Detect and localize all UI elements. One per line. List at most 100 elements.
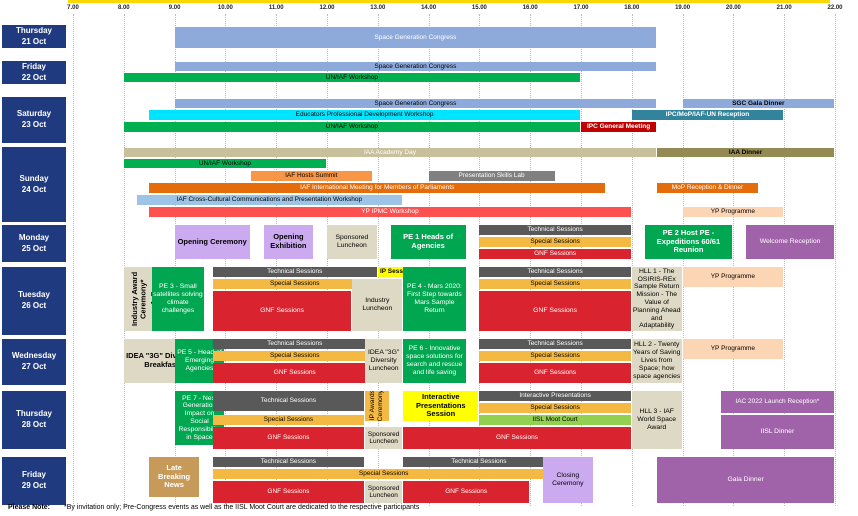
event-space-generation-congress[interactable]: Space Generation Congress <box>174 99 657 108</box>
event-ip-awards-ceremony[interactable]: IP Awards Ceremony <box>365 391 390 421</box>
event-label: Technical Sessions <box>527 226 583 234</box>
event-gnf-sessions[interactable]: GNF Sessions <box>479 291 631 331</box>
event-un-iaf-workshop[interactable]: UN/IAF Workshop <box>123 122 580 132</box>
event-gnf-sessions[interactable]: GNF Sessions <box>479 249 631 259</box>
event-iaf-cross-cultural-communications-and-presentation-workshop[interactable]: IAF Cross-Cultural Communications and Pr… <box>136 195 403 205</box>
event-sponsored-luncheon[interactable]: Sponsored Luncheon <box>327 225 377 259</box>
event-label: MoP Reception & Dinner <box>671 184 744 192</box>
event-gnf-sessions[interactable]: GNF Sessions <box>212 427 365 449</box>
event-yp-programme[interactable]: YP Programme <box>682 267 784 287</box>
day-date: 22 Oct <box>21 72 47 82</box>
event-iaf-international-meeting-for-members-of-parliaments[interactable]: IAF International Meeting for Members of… <box>149 183 606 193</box>
hour-gridline <box>530 14 532 506</box>
event-label: Technical Sessions <box>260 458 317 466</box>
event-pe-6-innovative-space-solutions-for-search-and-rescue-and-life-saving[interactable]: PE 6 - Innovative space solutions for se… <box>403 339 466 383</box>
event-ipc-mop-iaf-un-reception[interactable]: IPC/MoP/IAF-UN Reception <box>631 110 784 120</box>
event-special-sessions[interactable]: Special Sessions <box>212 469 555 479</box>
event-technical-sessions[interactable]: Technical Sessions <box>212 457 365 467</box>
event-special-sessions[interactable]: Special Sessions <box>212 415 365 425</box>
event-iisl-moot-court[interactable]: IISL Moot Court <box>479 415 631 425</box>
event-special-sessions[interactable]: Special Sessions <box>479 279 631 289</box>
event-industry-award-ceremony[interactable]: Industry Award Ceremony* <box>128 267 151 331</box>
event-gnf-sessions[interactable]: GNF Sessions <box>403 481 530 503</box>
event-hll-1-the-osiris-rex-sample-return-mission-the-value-of-planning-ahead-and-adaptability[interactable]: HLL 1 - The OSIRIS-REx Sample Return Mis… <box>631 267 682 331</box>
event-gnf-sessions[interactable]: GNF Sessions <box>212 363 377 383</box>
event-special-sessions[interactable]: Special Sessions <box>212 351 377 361</box>
event-iisl-dinner[interactable]: IISL Dinner <box>720 415 834 449</box>
event-hll-2-twenty-years-of-saving-lives-from-space-how-space-agencies[interactable]: HLL 2 - Twenty Years of Saving Lives fro… <box>631 339 682 383</box>
event-presentation-skills-lab[interactable]: Presentation Skills Lab <box>428 171 555 181</box>
event-closing-ceremony[interactable]: Closing Ceremony <box>542 457 593 503</box>
event-late-breaking-news[interactable]: Late Breaking News <box>149 457 199 497</box>
event-label: PE 2 Host PE - Expeditions 60/61 Reunion <box>656 228 721 255</box>
event-gnf-sessions[interactable]: GNF Sessions <box>479 363 631 383</box>
event-iaa-academy-day[interactable]: IAA Academy Day <box>123 148 657 157</box>
event-gala-dinner[interactable]: Gala Dinner <box>657 457 834 503</box>
event-technical-sessions[interactable]: Technical Sessions <box>403 457 555 467</box>
event-sgc-gala-dinner[interactable]: SGC Gala Dinner <box>682 99 834 108</box>
event-label: HLL 2 - Twenty Years of Saving Lives fro… <box>633 341 681 380</box>
event-un-iaf-workshop[interactable]: UN/IAF Workshop <box>123 159 326 168</box>
event-label: IAA Academy Day <box>363 148 416 156</box>
event-pe-3-small-satellites-solving-climate-challenges[interactable]: PE 3 - Small satellites solving climate … <box>151 267 205 331</box>
day-date: 28 Oct <box>21 420 47 429</box>
event-hll-3-iaf-world-space-award[interactable]: HLL 3 - IAF World Space Award <box>631 391 682 449</box>
event-technical-sessions[interactable]: Technical Sessions <box>212 267 377 277</box>
event-special-sessions[interactable]: Special Sessions <box>479 351 631 361</box>
event-label: Special Sessions <box>263 416 314 424</box>
event-sponsored-luncheon[interactable]: Sponsored Luncheon <box>365 481 403 503</box>
event-technical-sessions[interactable]: Technical Sessions <box>212 391 365 411</box>
event-interactive-presentations-session[interactable]: Interactive Presentations Session <box>403 391 479 421</box>
event-ipc-general-meeting[interactable]: IPC General Meeting <box>581 122 657 132</box>
event-label: YP Programme <box>710 273 756 281</box>
event-yp-ipmc-workshop[interactable]: YP IPMC Workshop <box>149 207 631 217</box>
event-interactive-presentations[interactable]: Interactive Presentations <box>479 391 631 401</box>
event-special-sessions[interactable]: Special Sessions <box>212 279 377 289</box>
event-gnf-sessions[interactable]: GNF Sessions <box>212 291 352 331</box>
event-label: PE 1 Heads of Agencies <box>403 232 454 250</box>
event-pe-2-host-pe-expeditions-60-61-reunion[interactable]: PE 2 Host PE - Expeditions 60/61 Reunion <box>644 225 733 259</box>
hour-label: 7.00 <box>67 5 79 11</box>
event-pe-4-mars-2020-first-step-towards-mars-sample-return[interactable]: PE 4 - Mars 2020: First Step towards Mar… <box>403 267 466 331</box>
event-special-sessions[interactable]: Special Sessions <box>479 237 631 247</box>
hour-gridline <box>174 14 176 506</box>
event-yp-programme[interactable]: YP Programme <box>682 207 784 217</box>
event-label: HLL 1 - The OSIRIS-REx Sample Return Mis… <box>632 267 681 330</box>
event-label: YP Programme <box>710 208 756 216</box>
event-label: Late Breaking News <box>158 463 191 490</box>
event-mop-reception-dinner[interactable]: MoP Reception & Dinner <box>657 183 758 193</box>
day-date: 21 Oct <box>21 36 47 46</box>
event-special-sessions[interactable]: Special Sessions <box>479 403 631 413</box>
event-educators-professional-development-workshop[interactable]: Educators Professional Development Works… <box>149 110 580 120</box>
event-idea-3g-diversity-luncheon[interactable]: IDEA "3G" Diversity Luncheon <box>365 339 403 383</box>
event-label: IP Awards Ceremony <box>369 391 385 421</box>
hour-gridline <box>276 14 278 506</box>
event-space-generation-congress[interactable]: Space Generation Congress <box>174 62 657 71</box>
event-gnf-sessions[interactable]: GNF Sessions <box>403 427 631 449</box>
event-technical-sessions[interactable]: Technical Sessions <box>212 339 377 349</box>
hour-label: 16.00 <box>522 5 538 11</box>
event-technical-sessions[interactable]: Technical Sessions <box>479 339 631 349</box>
event-label: IAF Cross-Cultural Communications and Pr… <box>176 196 363 204</box>
event-sponsored-luncheon[interactable]: Sponsored Luncheon <box>365 427 403 449</box>
event-opening-ceremony[interactable]: Opening Ceremony <box>174 225 250 259</box>
event-label: Sponsored Luncheon <box>335 234 369 249</box>
event-industry-luncheon[interactable]: Industry Luncheon <box>352 279 403 331</box>
event-iac-2022-launch-reception[interactable]: IAC 2022 Launch Reception* <box>720 391 834 413</box>
event-technical-sessions[interactable]: Technical Sessions <box>479 267 631 277</box>
event-space-generation-congress[interactable]: Space Generation Congress <box>174 27 657 48</box>
event-welcome-reception[interactable]: Welcome Reception <box>746 225 834 259</box>
event-technical-sessions[interactable]: Technical Sessions <box>479 225 631 235</box>
event-pe-1-heads-of-agencies[interactable]: PE 1 Heads of Agencies <box>390 225 466 259</box>
event-un-iaf-workshop[interactable]: UN/IAF Workshop <box>123 73 580 82</box>
hour-label: 20.00 <box>725 5 741 11</box>
event-iaa-dinner[interactable]: IAA Dinner <box>657 148 834 157</box>
event-opening-exhibition[interactable]: Opening Exhibition <box>263 225 314 259</box>
event-ip-session[interactable]: IP Session <box>377 267 415 277</box>
event-label: Technical Sessions <box>527 268 583 276</box>
event-yp-programme[interactable]: YP Programme <box>682 339 784 359</box>
event-iaf-hosts-summit[interactable]: IAF Hosts Summit <box>250 171 372 181</box>
event-label: SGC Gala Dinner <box>732 99 785 107</box>
event-gnf-sessions[interactable]: GNF Sessions <box>212 481 365 503</box>
day-date: 25 Oct <box>21 243 47 253</box>
